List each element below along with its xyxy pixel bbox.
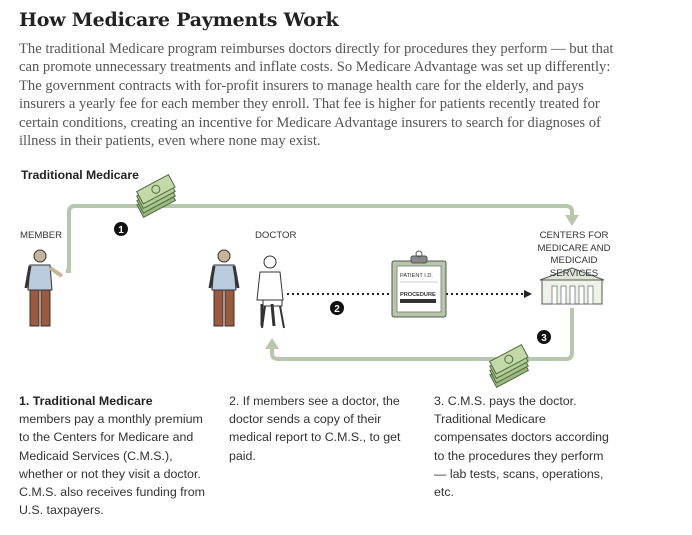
- member-figure-icon: [24, 249, 64, 327]
- step-2-number: 2: [334, 304, 340, 315]
- step-3-number: 3: [541, 333, 547, 344]
- intro-paragraph: The traditional Medicare program reimbur…: [19, 41, 614, 150]
- member-label: MEMBER: [20, 230, 63, 241]
- step-2-marker: [330, 301, 344, 315]
- clipboard-icon: [391, 250, 447, 318]
- caption-step-1-title: 1. Traditional Medicare: [19, 394, 153, 408]
- step-1-marker: [114, 222, 128, 236]
- section-title: Traditional Medicare: [21, 168, 139, 182]
- report-arrowhead: [524, 290, 532, 298]
- cms-building-icon: [539, 267, 605, 305]
- patient-figure-icon: [208, 249, 240, 327]
- caption-step-3: 3. C.M.S. pays the doctor. Traditional M…: [434, 394, 609, 500]
- doctor-figure-icon: [256, 255, 285, 329]
- caption-step-2: 2. If members see a doctor, the doctor s…: [229, 394, 401, 463]
- clipboard-patient-id: PATIENT I.D.: [400, 273, 433, 279]
- caption-step-1-body: members pay a monthly premium to the Cen…: [19, 412, 205, 518]
- step-1-number: 1: [118, 225, 124, 236]
- caption-step-1: 1. Traditional Medicare members pay a mo…: [19, 392, 209, 519]
- money-stack-icon: [488, 344, 530, 389]
- payment-arrowhead: [265, 338, 279, 349]
- premium-arrowhead: [565, 215, 579, 226]
- clipboard-procedure: PROCEDURE: [400, 292, 436, 298]
- doctor-label: DOCTOR: [255, 230, 297, 241]
- step-3-marker: [537, 330, 551, 344]
- money-stack-icon: [135, 174, 177, 219]
- cms-label: CENTERS FOR MEDICARE AND MEDICAID SERVIC…: [537, 230, 611, 279]
- payment-flow-arrow: [270, 308, 574, 361]
- premium-flow-arrow: [66, 204, 574, 273]
- page-title: How Medicare Payments Work: [19, 9, 339, 31]
